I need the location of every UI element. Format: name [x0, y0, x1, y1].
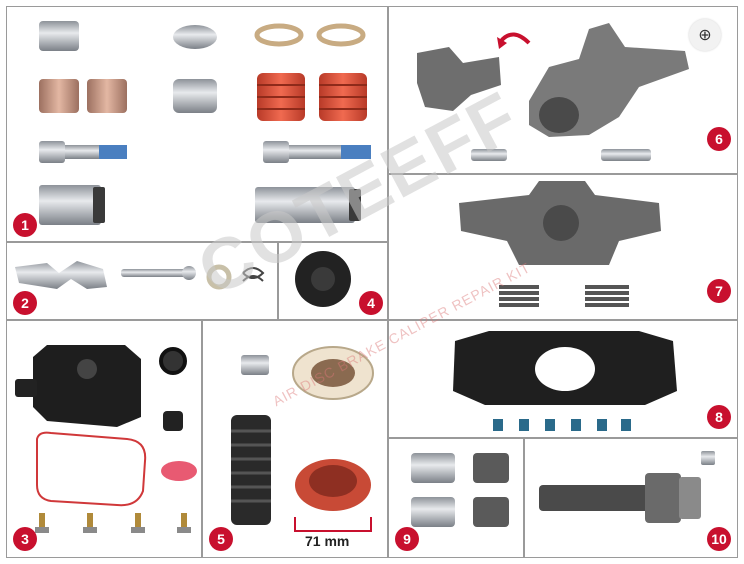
panel-7: 7	[388, 174, 738, 320]
bolt-right	[263, 141, 371, 163]
ring-2	[316, 23, 366, 47]
panel-2: 2	[6, 242, 278, 320]
panel-6: ⊕ 6	[388, 6, 738, 174]
guide-sleeve-left	[39, 185, 105, 225]
panel-number-badge: 7	[707, 279, 731, 303]
grease-cap	[161, 461, 197, 481]
bushing-steel	[39, 21, 79, 51]
cover-tab	[15, 379, 37, 397]
panel-number-badge: 10	[707, 527, 731, 551]
panel-4-parts	[295, 251, 351, 307]
panel-7-parts	[459, 181, 661, 307]
adjuster-fitting	[701, 451, 715, 465]
cover	[33, 345, 141, 427]
cover-hole	[77, 359, 97, 379]
cap-small	[173, 25, 217, 49]
magnifier-plus-icon[interactable]: ⊕	[689, 19, 721, 51]
panel-number-badge: 2	[13, 291, 37, 315]
panel-number-badge: 6	[707, 127, 731, 151]
panel-5: 71 mm 5	[202, 320, 388, 558]
panel-3-parts	[15, 345, 197, 533]
gasket	[36, 431, 147, 507]
panel-5-parts	[231, 346, 374, 532]
boot-1	[257, 73, 305, 121]
ring-1	[254, 23, 304, 47]
panel-9: 9	[388, 438, 524, 558]
cap-large	[173, 79, 217, 113]
panel-number-badge: 3	[13, 527, 37, 551]
bearing-shell-1	[473, 453, 509, 483]
pin	[121, 269, 191, 277]
small-cap	[163, 411, 183, 431]
panel-number-badge: 4	[359, 291, 383, 315]
pin-head	[182, 266, 196, 280]
panel-1-parts	[39, 21, 371, 225]
bearing-shell-2	[473, 497, 509, 527]
panel-10: 10	[524, 438, 738, 558]
panel-number-badge: 8	[707, 405, 731, 429]
bridge-thread	[543, 205, 579, 241]
lever-small	[417, 47, 501, 111]
roller-1	[471, 149, 507, 161]
guide-sleeve-right	[255, 187, 361, 223]
panel-3: 3	[6, 320, 202, 558]
boot-2	[319, 73, 367, 121]
plug-center	[311, 267, 335, 291]
panel-10-parts	[539, 451, 715, 523]
panel-8: 8	[388, 320, 738, 438]
spring-clip	[15, 261, 107, 289]
lever-bore	[539, 97, 579, 133]
adjuster-cap	[679, 477, 701, 519]
spring-right	[585, 285, 629, 307]
bearing-cage-2	[411, 497, 455, 527]
panel-number-badge: 9	[395, 527, 419, 551]
panel-8-parts	[453, 331, 677, 431]
adjuster-shaft	[539, 485, 669, 511]
panel-2-parts	[15, 261, 265, 290]
bellows	[231, 415, 271, 525]
screws	[35, 513, 191, 533]
rotate-arrow	[499, 32, 531, 45]
spring-left	[499, 285, 539, 307]
bushing-bronze-1	[39, 79, 79, 113]
panel-6-parts	[417, 23, 689, 161]
roller-2	[601, 149, 651, 161]
bolt-left	[39, 141, 127, 163]
adjuster-gear	[645, 473, 681, 523]
panel-number-badge: 5	[209, 527, 233, 551]
dimension-bracket	[294, 517, 372, 532]
small-screws	[493, 419, 631, 431]
washer	[206, 264, 232, 290]
panel-number-badge: 1	[13, 213, 37, 237]
seal-ring	[159, 347, 187, 375]
bushing-bronze-2	[87, 79, 127, 113]
seal-disc-center	[311, 359, 355, 387]
bearing-cage-1	[411, 453, 455, 483]
dimension-label: 71 mm	[305, 533, 350, 549]
panel-1: 1	[6, 6, 388, 242]
panel-4: 4	[278, 242, 388, 320]
panel-9-parts	[411, 453, 509, 527]
sleeve	[241, 355, 269, 375]
cotter-pin	[242, 267, 265, 282]
arrow-head	[497, 37, 507, 49]
plate-hole	[535, 347, 595, 391]
dust-boot	[295, 459, 371, 511]
